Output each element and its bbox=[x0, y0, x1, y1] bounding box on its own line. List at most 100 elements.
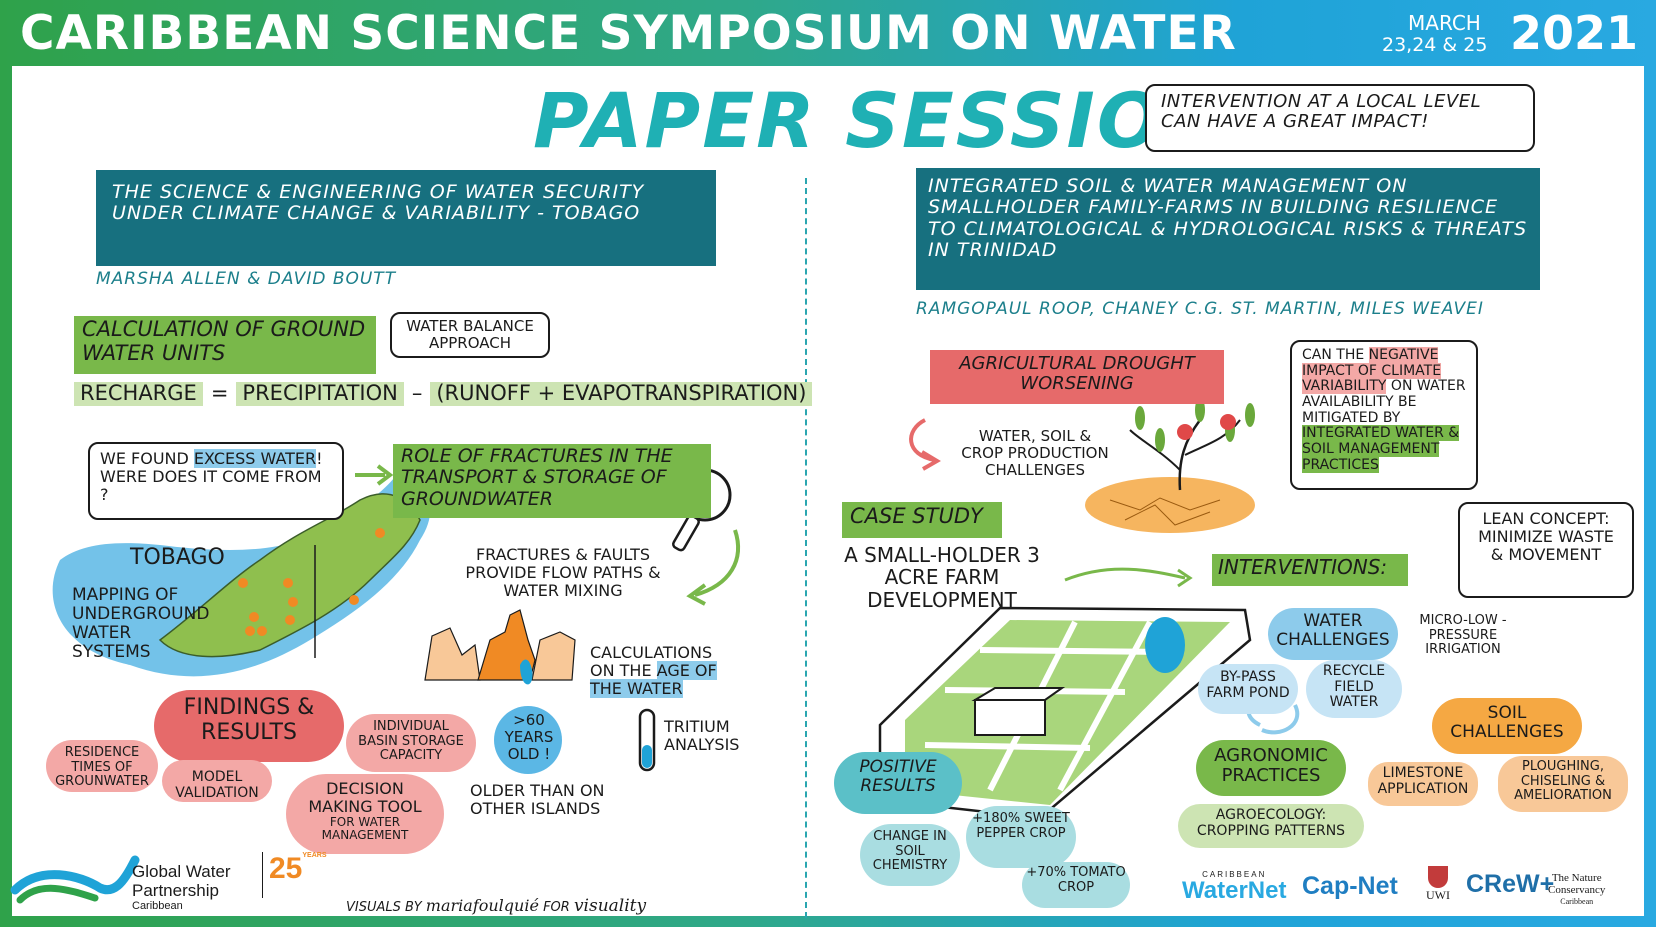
tobago-island-shape bbox=[158, 493, 421, 658]
question-highlight-2: INTEGRATED WATER & SOIL MANAGEMENT PRACT… bbox=[1302, 425, 1460, 473]
tobago-point bbox=[257, 626, 267, 636]
arrow-curve-red bbox=[909, 418, 936, 462]
gwp-sub: Caribbean bbox=[132, 900, 183, 912]
decision-pill: DECISION MAKING TOOL FOR WATER MANAGEMEN… bbox=[286, 774, 444, 854]
arrow-curve-green bbox=[694, 529, 741, 597]
residence-pill: RESIDENCE TIMES OF GROUNWATER bbox=[46, 740, 158, 792]
excess-water-bubble: WE FOUND EXCESS WATER! WERE DOES IT COME… bbox=[88, 442, 344, 520]
fracture-rocks-illustration bbox=[424, 609, 576, 685]
limestone-pill: LIMESTONE APPLICATION bbox=[1368, 762, 1478, 806]
question-highlight-1: NEGATIVE IMPACT OF CLIMATE VARIABILITY bbox=[1302, 347, 1442, 395]
water-balance-bubble: WATER BALANCE APPROACH bbox=[390, 312, 550, 358]
lean-title: LEAN CONCEPT: bbox=[1482, 509, 1610, 528]
eq-minus: – bbox=[411, 381, 423, 405]
question-text-1: CAN THE bbox=[1302, 347, 1365, 363]
credit-line: VISUALS BY mariafoulquié FOR visuality bbox=[346, 896, 646, 916]
basin-text: INDIVIDUAL BASIN STORAGE CAPACITY bbox=[358, 719, 464, 764]
uwi-crest-icon bbox=[1428, 866, 1448, 888]
recharge-equation: RECHARGE = PRECIPITATION – (RUNOFF + EVA… bbox=[74, 381, 813, 406]
tritium-label: TRITIUM ANALYSIS bbox=[664, 717, 740, 754]
recycle-pill: RECYCLE FIELD WATER bbox=[1306, 660, 1402, 718]
symposium-title: CARIBBEAN SCIENCE SYMPOSIUM ON WATER bbox=[20, 6, 1237, 61]
credit-brand: visuality bbox=[573, 896, 647, 916]
interventions-heading: INTERVENTIONS: bbox=[1212, 554, 1408, 586]
soil-challenges-pill: SOIL CHALLENGES bbox=[1432, 698, 1582, 754]
uwi-logo: UWI bbox=[1418, 866, 1458, 903]
right-authors: RAMGOPAUL ROOP, CHANEY C.G. ST. MARTIN, … bbox=[916, 299, 1484, 319]
plant-illustration bbox=[1085, 398, 1255, 533]
tobago-point bbox=[285, 615, 295, 625]
gwp-line2: Partnership bbox=[132, 881, 219, 900]
tobago-point bbox=[349, 595, 359, 605]
tnc-line3: Caribbean bbox=[1560, 897, 1594, 906]
lean-bubble: LEAN CONCEPT: MINIMIZE WASTE & MOVEMENT bbox=[1458, 502, 1634, 598]
credit-for: FOR bbox=[543, 900, 570, 915]
soil-chem-pill: CHANGE IN SOIL CHEMISTRY bbox=[860, 824, 960, 886]
question-text-2: ON WATER AVAILABILITY BE MITIGATED BY bbox=[1302, 378, 1466, 426]
eq-recharge: RECHARGE bbox=[74, 381, 203, 406]
tobago-point bbox=[375, 528, 385, 538]
pepper-pill: +180% SWEET PEPPER CROP bbox=[966, 806, 1076, 868]
age-circle bbox=[494, 706, 562, 774]
mapping-label: MAPPING OF UNDERGROUND WATER SYSTEMS bbox=[72, 585, 210, 663]
fractures-heading: ROLE OF FRACTURES IN THE TRANSPORT & STO… bbox=[393, 444, 711, 518]
gwp-years-number: 25 bbox=[269, 852, 303, 885]
credit-prefix: VISUALS BY bbox=[346, 900, 422, 915]
model-pill: MODEL VALIDATION bbox=[162, 760, 272, 802]
crew-logo: CReW+ bbox=[1466, 870, 1555, 898]
capnet-logo: Cap-Net bbox=[1302, 872, 1398, 900]
case-study-heading: CASE STUDY bbox=[842, 502, 1002, 538]
bypass-pill: BY-PASS FARM POND bbox=[1198, 664, 1298, 714]
event-month: MARCH bbox=[1408, 11, 1481, 35]
gwp-line1: Global Water bbox=[132, 862, 231, 881]
basin-pill: INDIVIDUAL BASIN STORAGE CAPACITY bbox=[346, 714, 476, 772]
question-bubble: CAN THE NEGATIVE IMPACT OF CLIMATE VARIA… bbox=[1290, 340, 1478, 490]
eq-equals: = bbox=[210, 381, 229, 405]
arrow-cycle bbox=[1261, 704, 1300, 735]
drought-heading: AGRICULTURAL DROUGHT WORSENING bbox=[930, 350, 1224, 404]
left-authors: MARSHA ALLEN & DAVID BOUTT bbox=[96, 269, 397, 289]
agroecology-pill: AGROECOLOGY: CROPPING PATTERNS bbox=[1178, 804, 1364, 848]
tobago-point bbox=[245, 626, 255, 636]
gwp-years-label: YEARS bbox=[302, 852, 327, 859]
lean-sub: MINIMIZE WASTE & MOVEMENT bbox=[1478, 526, 1614, 564]
gwp-logo-text: Global Water Partnership Caribbean bbox=[132, 862, 231, 913]
credit-name: mariafoulquié bbox=[425, 896, 539, 915]
micro-label: MICRO-LOW -PRESSURE IRRIGATION bbox=[1419, 613, 1507, 658]
years-old-label: >60 YEARS OLD ! bbox=[504, 711, 554, 763]
challenges-label: WATER, SOIL & CROP PRODUCTION CHALLENGES bbox=[961, 427, 1109, 479]
ploughing-pill: PLOUGHING, CHISELING & AMELIORATION bbox=[1498, 756, 1628, 812]
found-text-2: ! WERE DOES IT COME FROM ? bbox=[100, 449, 323, 504]
water-challenges-pill: WATER CHALLENGES bbox=[1268, 608, 1398, 660]
eq-rest: (RUNOFF + EVAPOTRANSPIRATION) bbox=[430, 381, 813, 406]
tomato-pill: +70% TOMATO CROP bbox=[1022, 862, 1130, 908]
event-year: 2021 bbox=[1510, 6, 1639, 60]
calc-age-label: CALCULATIONS ON THE AGE OF THE WATER bbox=[590, 644, 740, 698]
calc-heading: CALCULATION OF GROUND WATER UNITS bbox=[74, 316, 376, 374]
positive-results-pill: POSITIVE RESULTS bbox=[834, 752, 962, 814]
test-tube-icon bbox=[638, 708, 656, 772]
decision-text: DECISION MAKING TOOL bbox=[308, 779, 422, 816]
right-session-title: INTEGRATED SOIL & WATER MANAGEMENT ON SM… bbox=[916, 168, 1540, 290]
fractures-faults-label: FRACTURES & FAULTS PROVIDE FLOW PATHS & … bbox=[465, 545, 661, 600]
section-divider bbox=[805, 178, 807, 918]
tobago-point bbox=[288, 597, 298, 607]
tobago-point bbox=[249, 612, 259, 622]
tnc-line1: The Nature bbox=[1551, 872, 1602, 884]
case-desc: A SMALL-HOLDER 3 ACRE FARM DEVELOPMENT bbox=[844, 543, 1040, 612]
tnc-line2: Conservancy bbox=[1548, 884, 1606, 896]
found-highlight: EXCESS WATER bbox=[193, 449, 317, 468]
decision-sub: FOR WATER MANAGEMENT bbox=[321, 814, 409, 843]
gwp-logo-wave bbox=[10, 855, 140, 895]
gwp-25-years-badge: 25YEARS bbox=[262, 852, 327, 898]
tobago-label: TOBAGO bbox=[130, 545, 225, 570]
tnc-logo: The Nature Conservancy Caribbean bbox=[1548, 872, 1605, 908]
waternet-logo: CARIBBEAN WaterNet bbox=[1182, 870, 1286, 903]
findings-heading: FINDINGS & RESULTS bbox=[154, 690, 344, 762]
left-session-title: THE SCIENCE & ENGINEERING OF WATER SECUR… bbox=[96, 170, 716, 266]
calc-age-text: CALCULATIONS ON THE bbox=[590, 643, 713, 680]
event-days: 23,24 & 25 bbox=[1382, 34, 1488, 56]
waternet-top: CARIBBEAN bbox=[1202, 870, 1267, 879]
tobago-point bbox=[283, 578, 293, 588]
